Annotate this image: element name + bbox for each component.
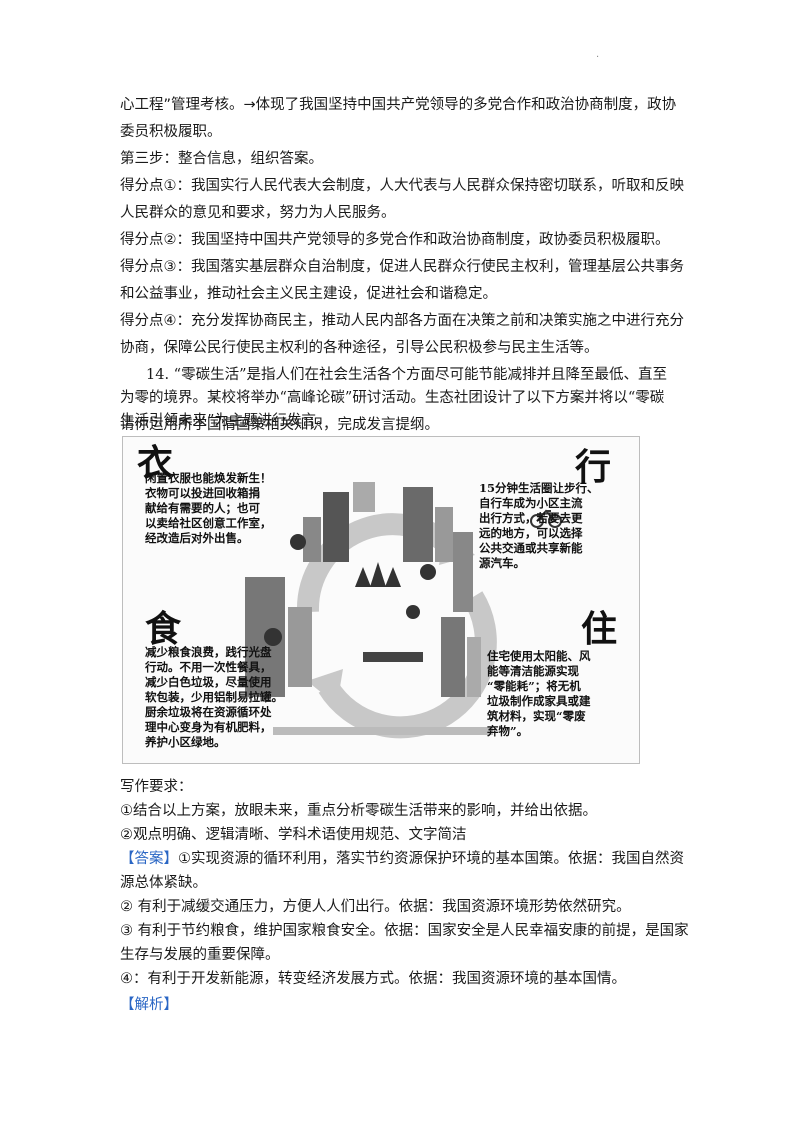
answer-item: ③ 有利于节约粮食，维护国家粮食安全。依据：国家安全是人民幸福安康的前提，是国家 <box>120 923 689 939</box>
page-dot: · <box>596 52 600 63</box>
poster-travel-text: 15分钟生活圈让步行、 自行车成为小区主流 出行方式，若要去更 远的地方，可以选… <box>479 481 599 570</box>
requirement-item: ①结合以上方案，放眼未来，重点分析零碳生活带来的影响，并给出依据。 <box>120 803 597 819</box>
text-line: 得分点④：充分发挥协商民主，推动人民内部各方面在决策之前和决策实施之中进行充分 <box>120 313 684 329</box>
text-line: 人民群众的意见和要求，努力为人民服务。 <box>120 205 396 221</box>
city-illustration <box>245 482 562 739</box>
answer-item: ② 有利于减缓交通压力，方便人人们出行。依据：我国资源环境形势依然研究。 <box>120 899 631 915</box>
text-line: 委员积极履职。 <box>120 124 222 140</box>
text-line: 得分点③：我国落实基层群众自治制度，促进人民群众行使民主权利，管理基层公共事务 <box>120 259 684 275</box>
poster-food-text: 减少粮食浪费，践行光盘 行动。不用一次性餐具， 减少白色垃圾，尽量使用 软包装，… <box>145 645 283 749</box>
answer-item: 源总体紧缺。 <box>120 875 207 891</box>
question-prompt: 请你运用所学国情国策相关知识，完成发言提纲。 <box>120 417 439 433</box>
requirements-title: 写作要求： <box>120 779 193 795</box>
poster-heading-food: 食 <box>145 608 182 650</box>
answer-item: ④：有利于开发新能源，转变经济发展方式。依据：我国资源环境的基本国情。 <box>120 971 626 987</box>
text-line: 得分点②：我国坚持中国共产党领导的多党合作和政治协商制度，政协委员积极履职。 <box>120 232 670 248</box>
text-line: 心工程”管理考核。→体现了我国坚持中国共产党领导的多党合作和政治协商制度，政协 <box>120 97 677 113</box>
answer-item: 生存与发展的重要保障。 <box>120 947 280 963</box>
text-line: 得分点①：我国实行人民代表大会制度，人大代表与人民群众保持密切联系，听取和反映 <box>120 178 684 194</box>
poster-heading-travel: 行 <box>575 446 612 488</box>
text-line: 协商，保障公民行使民主权利的各种途径，引导公民积极参与民主生活等。 <box>120 340 599 356</box>
question-line: 为零的境界。某校将举办“高峰论碳”研讨活动。生态社团设计了以下方案并将以“零碳 <box>120 390 665 406</box>
analysis-tag: 【解析】 <box>120 997 178 1013</box>
poster-heading-housing: 住 <box>581 608 618 650</box>
answer-item: ①实现资源的循环利用，落实节约资源保护环境的基本国策。依据：我国自然资 <box>178 851 684 867</box>
question-line: 14. “零碳生活”是指人们在社会生活各个方面尽可能节能减排并且降至最低、直至 <box>146 367 667 383</box>
text-line: 和公益事业，推动社会主义民主建设，促进社会和谐稳定。 <box>120 286 497 302</box>
requirement-item: ②观点明确、逻辑清晰、学科术语使用规范、文字简洁 <box>120 827 467 843</box>
zero-carbon-poster: 衣 行 食 住 闲置衣服也能焕发新生！ 衣物可以投进回收箱捐 献给有需要的人；也… <box>122 436 640 764</box>
poster-clothing-text: 闲置衣服也能焕发新生！ 衣物可以投进回收箱捐 献给有需要的人；也可 以卖给社区创… <box>145 471 272 545</box>
poster-housing-text: 住宅使用太阳能、风 能等清洁能源实现 “零能耗”；将无机 垃圾制作成家具或建 筑… <box>487 649 591 738</box>
answer-tag: 【答案】 <box>120 851 178 867</box>
text-line: 第三步：整合信息，组织答案。 <box>120 151 323 167</box>
question-line: 生活引领未来”为主题进行发言。 <box>120 413 331 429</box>
poster-heading-clothing: 衣 <box>137 442 174 484</box>
